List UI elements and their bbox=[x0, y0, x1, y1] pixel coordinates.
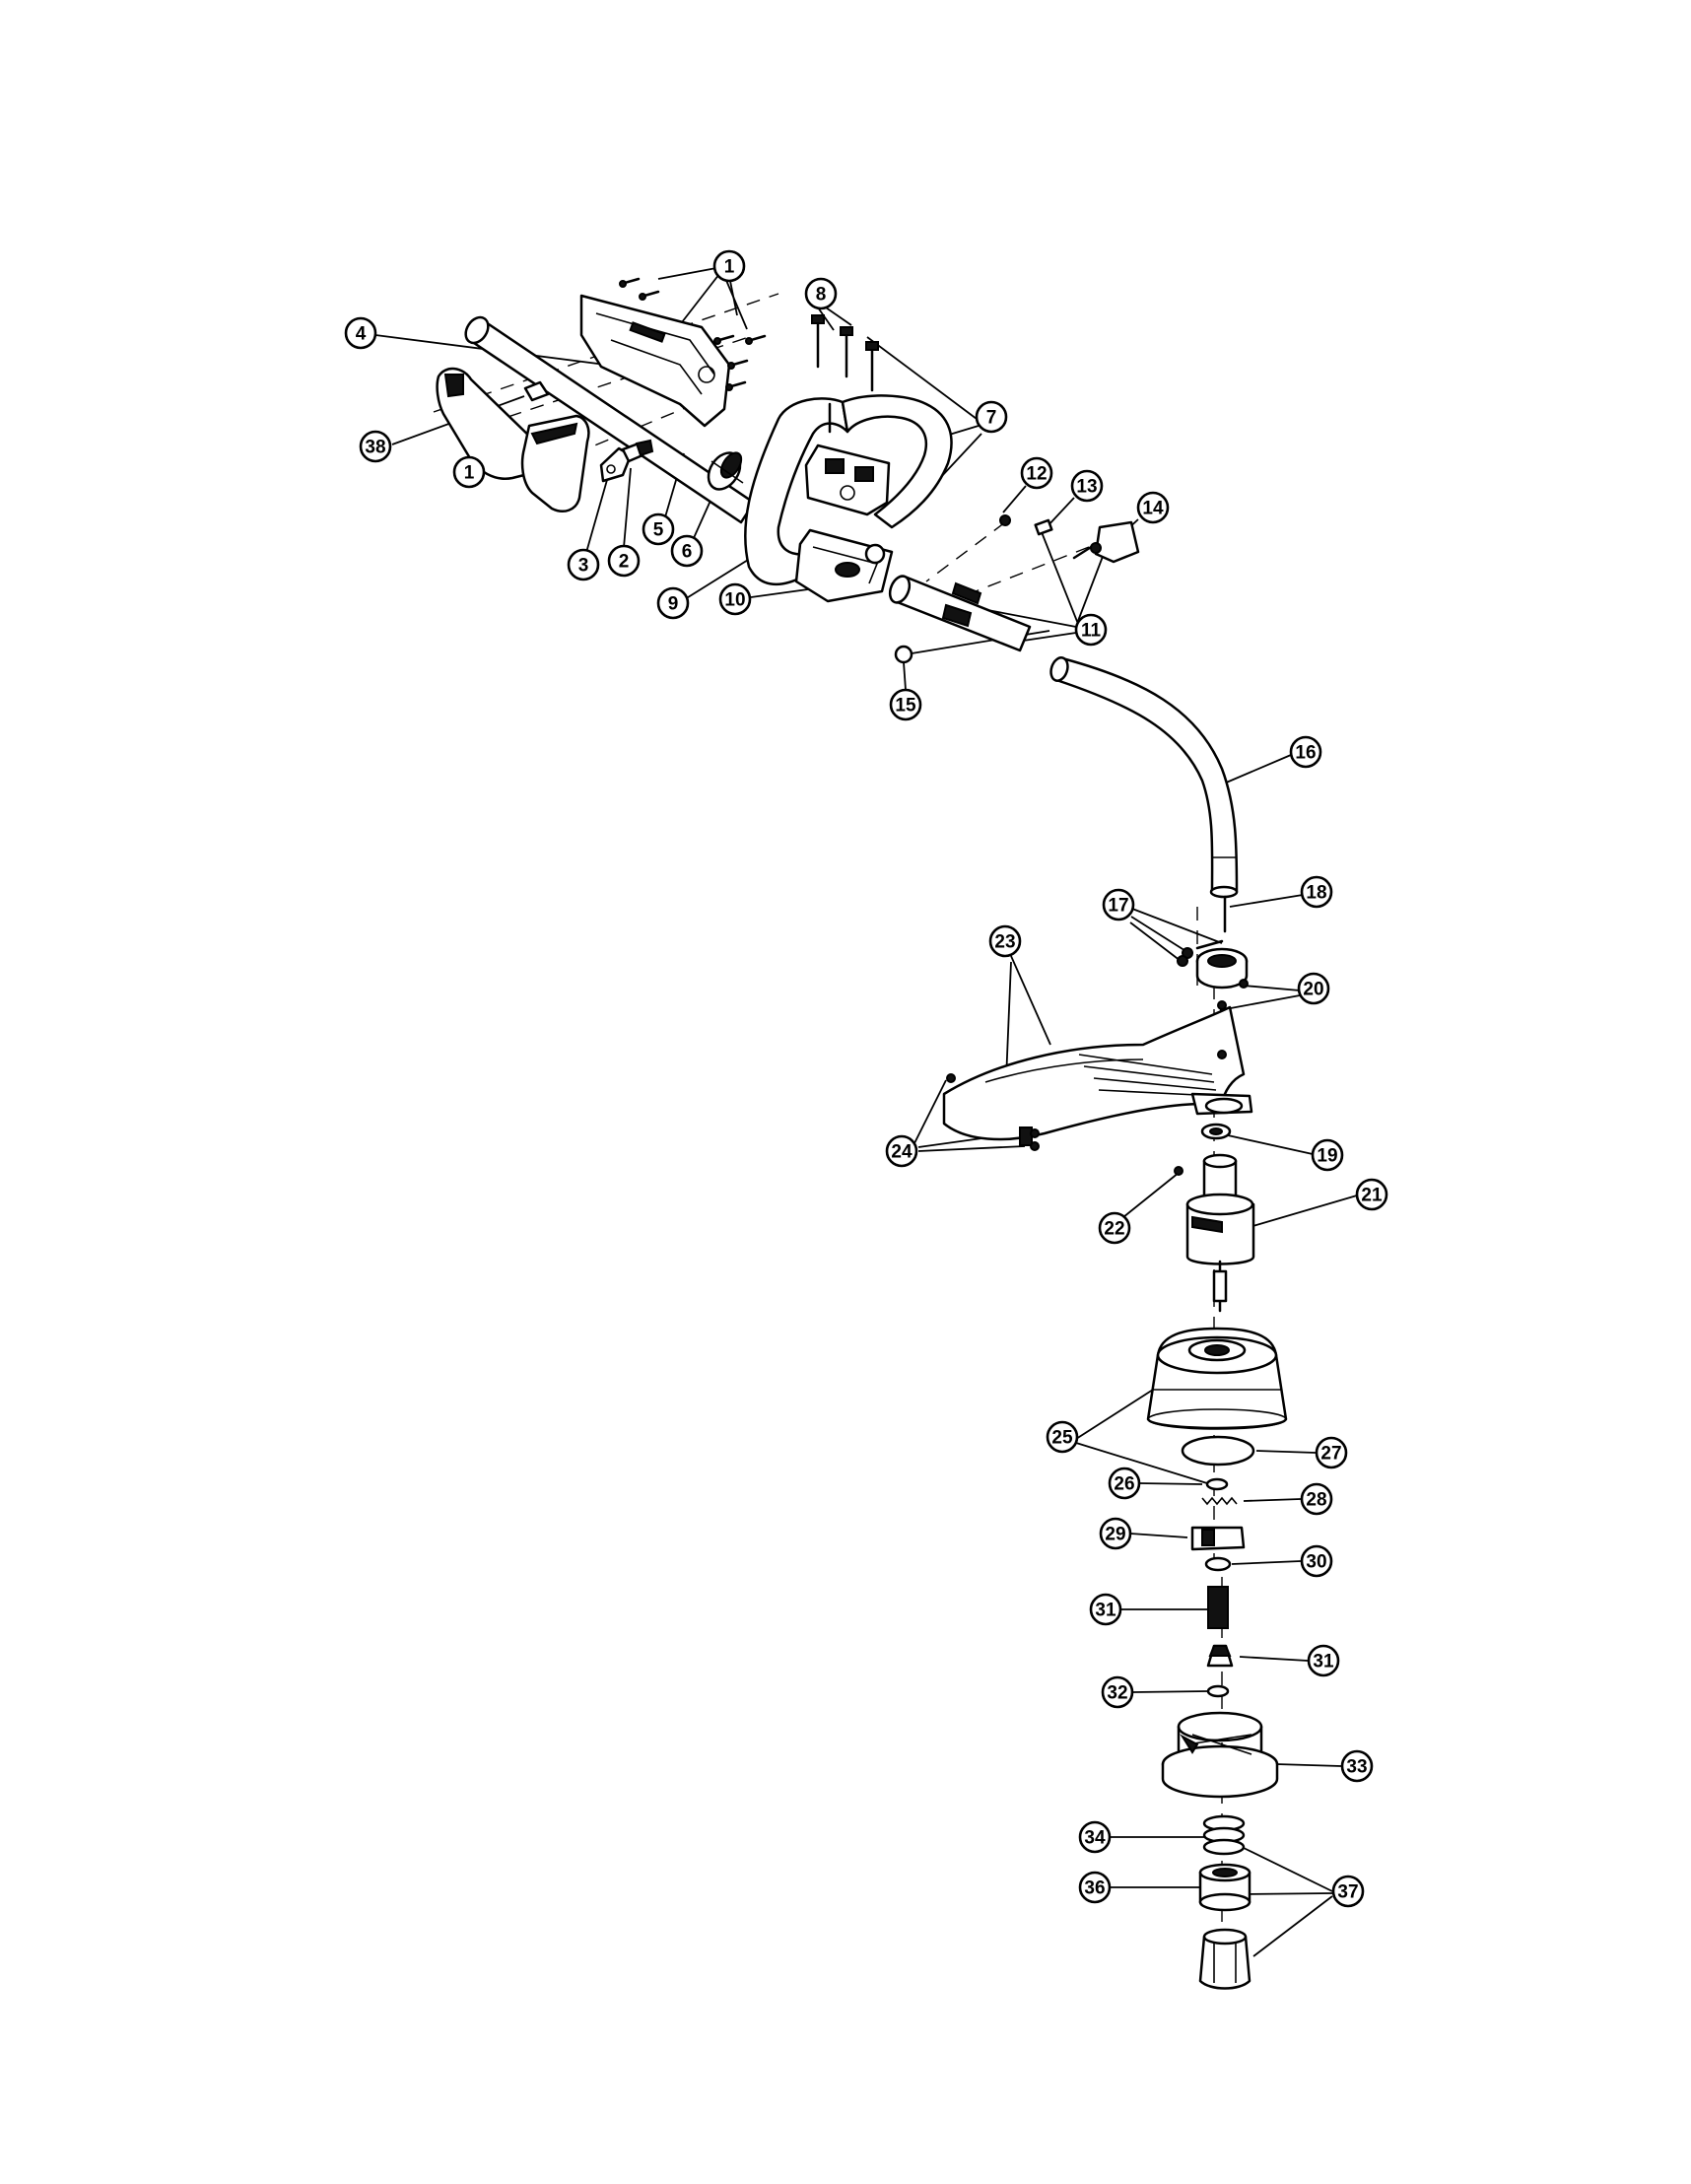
svg-text:10: 10 bbox=[724, 590, 745, 611]
svg-text:30: 30 bbox=[1306, 1552, 1326, 1573]
debris-shield bbox=[942, 1005, 1253, 1146]
callout-27: 27 bbox=[1315, 1436, 1348, 1469]
callout-34: 34 bbox=[1078, 1820, 1112, 1854]
svg-text:32: 32 bbox=[1107, 1683, 1127, 1704]
tube-clamp-bracket bbox=[1177, 895, 1249, 990]
callout-31b: 31 bbox=[1307, 1644, 1340, 1677]
head-bottom-parts bbox=[1198, 1814, 1251, 1990]
svg-text:37: 37 bbox=[1337, 1882, 1358, 1903]
callout-14: 14 bbox=[1136, 491, 1170, 524]
washer-19 bbox=[1200, 1123, 1232, 1140]
svg-text:4: 4 bbox=[356, 324, 367, 345]
svg-text:38: 38 bbox=[365, 438, 385, 458]
throttle-trigger-parts bbox=[523, 380, 654, 483]
svg-text:11: 11 bbox=[1081, 621, 1102, 642]
callout-32: 32 bbox=[1101, 1675, 1134, 1709]
svg-text:33: 33 bbox=[1346, 1757, 1367, 1778]
callout-18: 18 bbox=[1300, 875, 1333, 909]
svg-text:16: 16 bbox=[1295, 743, 1316, 764]
svg-text:20: 20 bbox=[1303, 980, 1323, 1000]
callout-15: 15 bbox=[889, 688, 922, 721]
svg-text:29: 29 bbox=[1105, 1525, 1125, 1545]
coupler-assembly bbox=[888, 514, 1140, 664]
callout-11: 11 bbox=[1074, 613, 1108, 647]
callout-25: 25 bbox=[1046, 1420, 1079, 1454]
callout-19: 19 bbox=[1311, 1138, 1344, 1172]
svg-text:14: 14 bbox=[1142, 499, 1164, 519]
callout-5: 5 bbox=[642, 512, 675, 546]
svg-text:13: 13 bbox=[1076, 477, 1097, 498]
callout-26: 26 bbox=[1108, 1467, 1141, 1500]
bolts-handle bbox=[811, 314, 879, 434]
callout-1a: 1 bbox=[712, 249, 746, 283]
svg-text:9: 9 bbox=[668, 594, 679, 615]
screws-housing bbox=[619, 277, 767, 391]
svg-text:6: 6 bbox=[682, 542, 693, 563]
svg-text:18: 18 bbox=[1306, 883, 1326, 904]
main-tube-upper bbox=[464, 315, 756, 524]
svg-text:31: 31 bbox=[1095, 1601, 1116, 1621]
svg-text:17: 17 bbox=[1108, 896, 1128, 917]
throttle-housing-right-half bbox=[579, 294, 731, 428]
callout-23: 23 bbox=[988, 924, 1022, 958]
line-spool bbox=[1161, 1711, 1279, 1799]
callout-38: 38 bbox=[359, 430, 392, 463]
svg-text:12: 12 bbox=[1026, 464, 1047, 485]
svg-text:21: 21 bbox=[1361, 1186, 1383, 1206]
handle-clamp-upper bbox=[804, 444, 891, 516]
svg-text:7: 7 bbox=[986, 408, 997, 429]
throttle-housing-left-half bbox=[436, 367, 590, 512]
svg-text:22: 22 bbox=[1104, 1219, 1124, 1240]
svg-text:1: 1 bbox=[464, 463, 475, 484]
spring-and-collar bbox=[707, 451, 744, 491]
lower-drive-tube bbox=[1049, 656, 1239, 899]
callout-4: 4 bbox=[344, 316, 377, 350]
callout-1b: 1 bbox=[452, 455, 486, 489]
svg-text:36: 36 bbox=[1084, 1878, 1105, 1899]
callout-30: 30 bbox=[1300, 1544, 1333, 1578]
svg-text:27: 27 bbox=[1320, 1444, 1341, 1465]
callout-13: 13 bbox=[1070, 469, 1104, 503]
svg-text:19: 19 bbox=[1317, 1146, 1337, 1167]
callout-9: 9 bbox=[656, 586, 690, 620]
svg-text:28: 28 bbox=[1306, 1490, 1326, 1511]
svg-text:1: 1 bbox=[724, 257, 735, 278]
svg-text:23: 23 bbox=[994, 932, 1015, 953]
callout-24: 24 bbox=[885, 1134, 918, 1168]
callout-10: 10 bbox=[718, 582, 752, 616]
svg-text:15: 15 bbox=[895, 696, 916, 717]
callout-7: 7 bbox=[975, 400, 1008, 434]
svg-text:34: 34 bbox=[1084, 1828, 1106, 1849]
callout-33: 33 bbox=[1340, 1749, 1374, 1783]
callout-37: 37 bbox=[1331, 1875, 1365, 1908]
svg-text:24: 24 bbox=[891, 1142, 913, 1163]
callout-6: 6 bbox=[670, 534, 704, 568]
svg-text:8: 8 bbox=[816, 285, 827, 306]
callout-17: 17 bbox=[1102, 888, 1135, 921]
callout-28: 28 bbox=[1300, 1482, 1333, 1516]
svg-text:5: 5 bbox=[653, 520, 664, 541]
callout-31a: 31 bbox=[1089, 1593, 1122, 1626]
callout-21: 21 bbox=[1355, 1178, 1388, 1211]
svg-text:25: 25 bbox=[1051, 1428, 1073, 1449]
handle-clamp-lower bbox=[794, 528, 894, 603]
svg-text:2: 2 bbox=[619, 552, 630, 573]
svg-text:3: 3 bbox=[578, 556, 589, 577]
svg-text:26: 26 bbox=[1114, 1474, 1134, 1495]
trimmer-head-housing bbox=[1146, 1327, 1288, 1430]
callout-29: 29 bbox=[1099, 1517, 1132, 1550]
gear-head bbox=[1174, 1153, 1255, 1313]
callout-22: 22 bbox=[1098, 1211, 1131, 1245]
callout-20: 20 bbox=[1297, 972, 1330, 1005]
callout-8: 8 bbox=[804, 277, 838, 310]
callout-3: 3 bbox=[567, 548, 600, 581]
callout-16: 16 bbox=[1289, 735, 1322, 769]
callout-12: 12 bbox=[1020, 456, 1053, 490]
shield-screws bbox=[946, 979, 1249, 1151]
head-small-parts bbox=[1181, 1435, 1255, 1698]
callout-2: 2 bbox=[607, 544, 641, 578]
svg-text:31: 31 bbox=[1313, 1652, 1334, 1672]
callout-36: 36 bbox=[1078, 1871, 1112, 1904]
